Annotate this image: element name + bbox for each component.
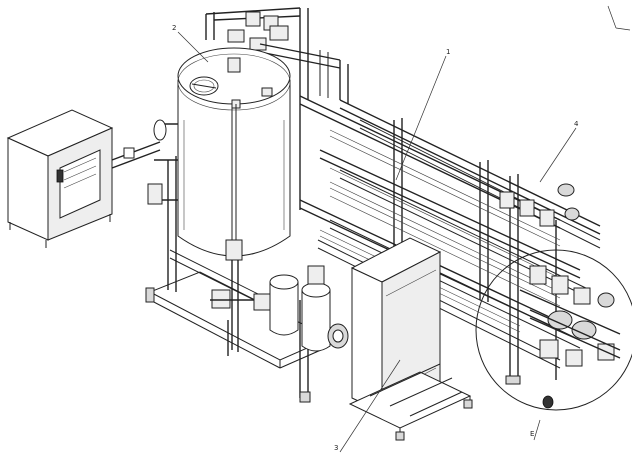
label-frame: 1 <box>446 48 450 56</box>
small-vessels <box>210 265 349 352</box>
left-machine-box <box>6 109 161 248</box>
vertical-tank <box>147 47 291 352</box>
detail-circle <box>475 249 632 411</box>
label-cabinet: 3 <box>334 444 338 452</box>
callouts <box>177 5 631 453</box>
label-tank: 2 <box>172 24 176 32</box>
electrical-cabinet <box>348 237 473 441</box>
label-pipe-group: 4 <box>574 120 579 128</box>
rack-frame <box>299 95 601 385</box>
heat-exchanger-tubes <box>319 129 561 333</box>
right-valve-cluster <box>499 183 621 409</box>
label-detail: E <box>530 430 534 438</box>
top-piping <box>205 7 349 104</box>
